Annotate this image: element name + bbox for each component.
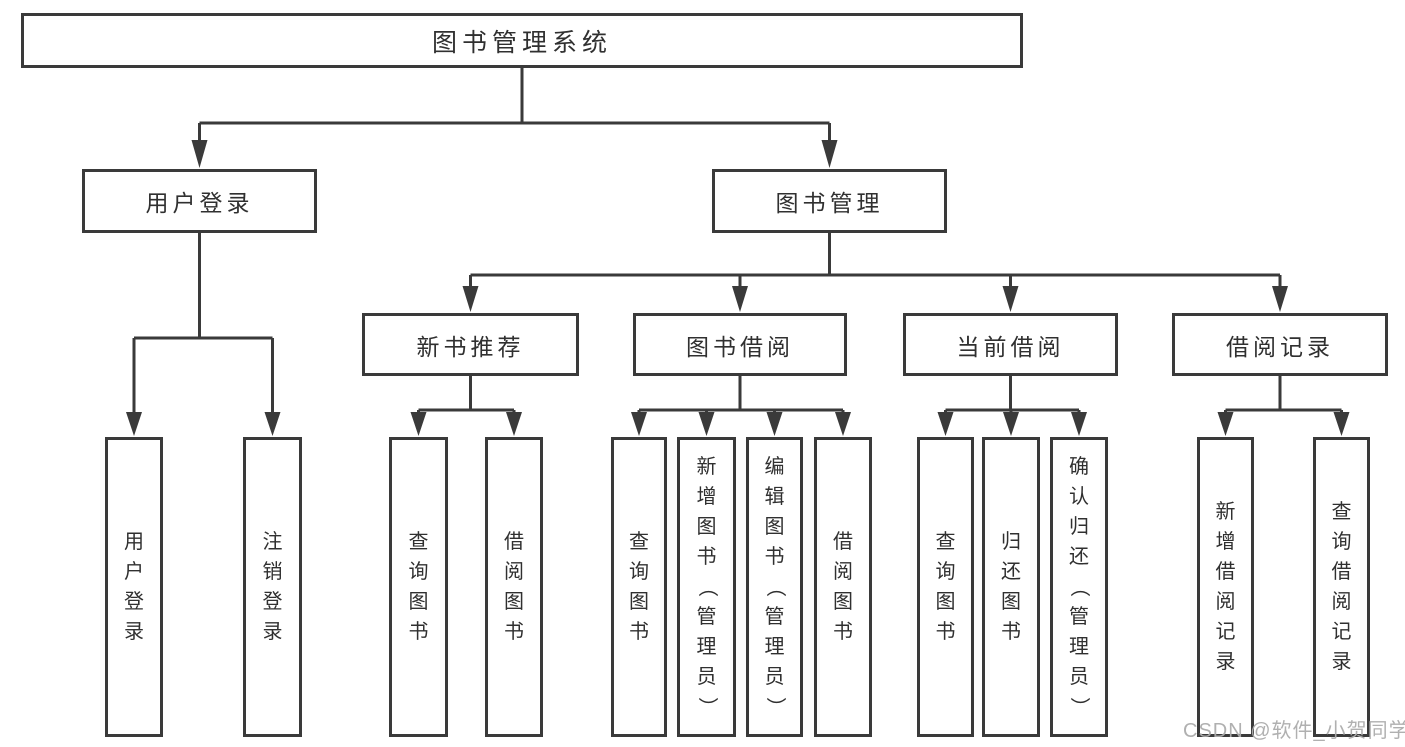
leaf-recommend-query-books-label: 查询图书 (408, 531, 429, 643)
leaf-logout-box: 注销登录 (243, 437, 302, 737)
leaf-borrow-query-books-label: 查询图书 (629, 531, 649, 643)
leaf-borrow-add-books-label: 新增图书（管理员） (695, 456, 718, 717)
user-login-label: 用户登录 (145, 190, 254, 216)
leaf-recommend-borrow-books-box: 借阅图书 (485, 437, 543, 737)
leaf-current-confirm-return-label: 确认归还（管理员） (1068, 456, 1090, 717)
system-root-box: 图书管理系统 (21, 13, 1023, 68)
leaf-record-add-box: 新增借阅记录 (1197, 437, 1254, 737)
leaf-borrow-borrow-books-box: 借阅图书 (814, 437, 872, 737)
current-borrow-label: 当前借阅 (956, 333, 1065, 360)
book-management-box: 图书管理 (712, 169, 947, 233)
user-login-box: 用户登录 (82, 169, 317, 233)
system-root-label: 图书管理系统 (431, 28, 612, 57)
leaf-user-login-label: 用户登录 (124, 531, 144, 643)
borrow-record-label: 借阅记录 (1226, 333, 1334, 360)
book-management-label: 图书管理 (775, 190, 884, 216)
leaf-borrow-borrow-books-label: 借阅图书 (833, 531, 853, 643)
csdn-watermark: CSDN @软件_小贺同学 (1183, 720, 1405, 742)
book-borrow-box: 图书借阅 (633, 313, 847, 376)
book-borrow-label: 图书借阅 (686, 333, 794, 360)
leaf-current-query-books-label: 查询图书 (935, 531, 956, 643)
leaf-borrow-query-books-box: 查询图书 (611, 437, 667, 737)
leaf-record-add-label: 新增借阅记录 (1215, 501, 1236, 673)
leaf-borrow-edit-books-label: 编辑图书（管理员） (763, 456, 786, 717)
leaf-recommend-query-books-box: 查询图书 (389, 437, 448, 737)
new-book-recommend-label: 新书推荐 (416, 333, 525, 360)
leaf-borrow-edit-books-box: 编辑图书（管理员） (746, 437, 803, 737)
leaf-record-query-box: 查询借阅记录 (1313, 437, 1370, 737)
borrow-record-box: 借阅记录 (1172, 313, 1388, 376)
current-borrow-box: 当前借阅 (903, 313, 1118, 376)
leaf-logout-label: 注销登录 (262, 531, 283, 643)
new-book-recommend-box: 新书推荐 (362, 313, 579, 376)
leaf-recommend-borrow-books-label: 借阅图书 (504, 531, 524, 643)
leaf-current-confirm-return-box: 确认归还（管理员） (1050, 437, 1108, 737)
leaf-borrow-add-books-box: 新增图书（管理员） (677, 437, 736, 737)
leaf-user-login-box: 用户登录 (105, 437, 163, 737)
leaf-current-return-books-label: 归还图书 (1001, 531, 1021, 643)
leaf-record-query-label: 查询借阅记录 (1331, 501, 1352, 673)
leaf-current-query-books-box: 查询图书 (917, 437, 974, 737)
leaf-current-return-books-box: 归还图书 (982, 437, 1040, 737)
arrow-down-icons (126, 140, 1350, 436)
